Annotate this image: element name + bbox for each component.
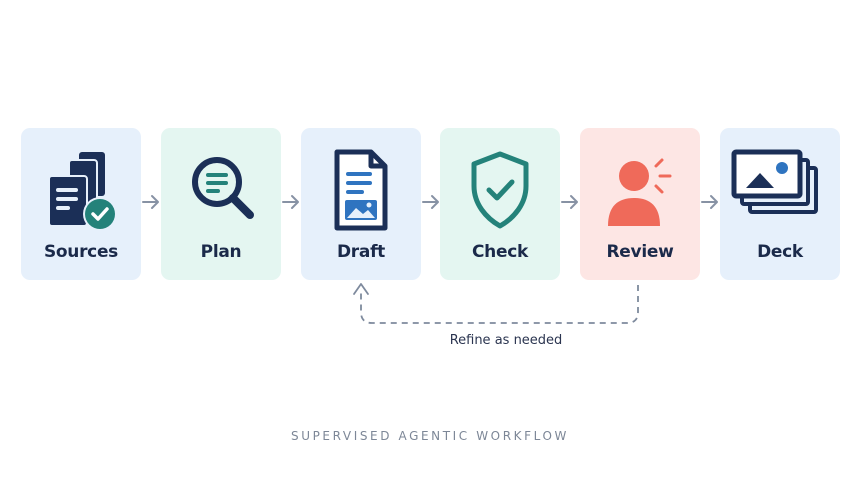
arrow-right-icon [701,195,718,209]
arrow-right-icon [142,195,159,209]
arrow-right-icon [282,195,299,209]
step-card-check: Check [440,128,560,280]
shield-check-icon [471,151,529,229]
step-label: Sources [43,242,119,262]
step-label: Draft [337,242,385,262]
person-alert-icon [608,158,672,226]
step-card-review: Review [580,128,700,280]
documents-check-icon [48,152,117,231]
step-label: Deck [757,242,803,262]
loop-label: Refine as needed [449,333,563,348]
arrow-right-icon [422,195,439,209]
slides-stack-icon [731,149,818,214]
step-label: Review [606,242,674,262]
magnifier-icon [192,157,254,219]
step-card-sources: Sources [21,128,141,280]
step-label: Check [472,242,528,262]
arrow-right-icon [561,195,578,209]
step-card-draft: Draft [301,128,421,280]
document-image-icon [334,149,388,231]
step-card-plan: Plan [161,128,281,280]
diagram-caption: SUPERVISED AGENTIC WORKFLOW [290,429,569,443]
step-label: Plan [200,242,242,262]
step-card-deck: Deck [720,128,840,280]
